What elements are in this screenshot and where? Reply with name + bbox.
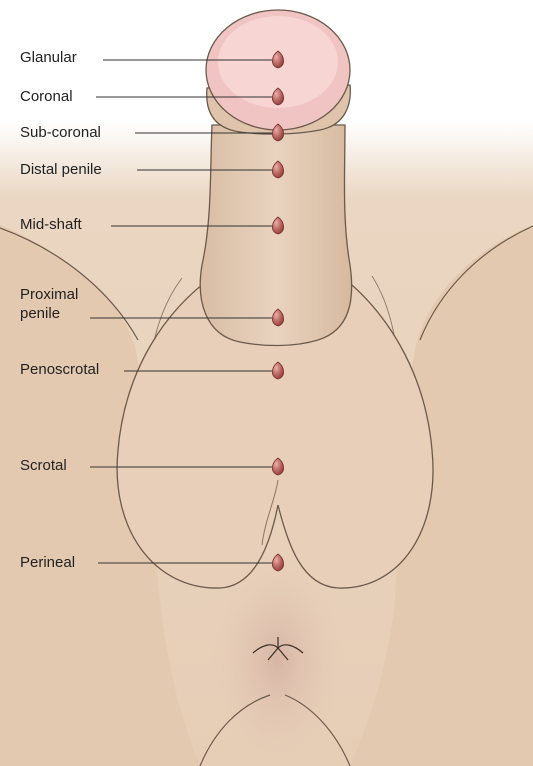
- label-line: Sub-coronal: [20, 124, 101, 141]
- label-line: Mid-shaft: [20, 216, 83, 233]
- label-line: Coronal: [20, 88, 73, 105]
- label-coronal: Coronal: [20, 88, 73, 105]
- label-mid-shaft: Mid-shaft: [20, 216, 83, 233]
- label-line: Perineal: [20, 554, 75, 571]
- label-distal-penile: Distal penile: [20, 161, 102, 178]
- label-line: Scrotal: [20, 457, 67, 474]
- label-scrotal: Scrotal: [20, 457, 67, 474]
- label-line: penile: [20, 305, 60, 322]
- label-penoscrotal: Penoscrotal: [20, 361, 99, 378]
- label-line: Proximal: [20, 286, 78, 303]
- label-line: Penoscrotal: [20, 361, 99, 378]
- label-perineal: Perineal: [20, 554, 75, 571]
- label-glanular: Glanular: [20, 49, 77, 66]
- label-line: Glanular: [20, 49, 77, 66]
- label-sub-coronal: Sub-coronal: [20, 124, 101, 141]
- label-line: Distal penile: [20, 161, 102, 178]
